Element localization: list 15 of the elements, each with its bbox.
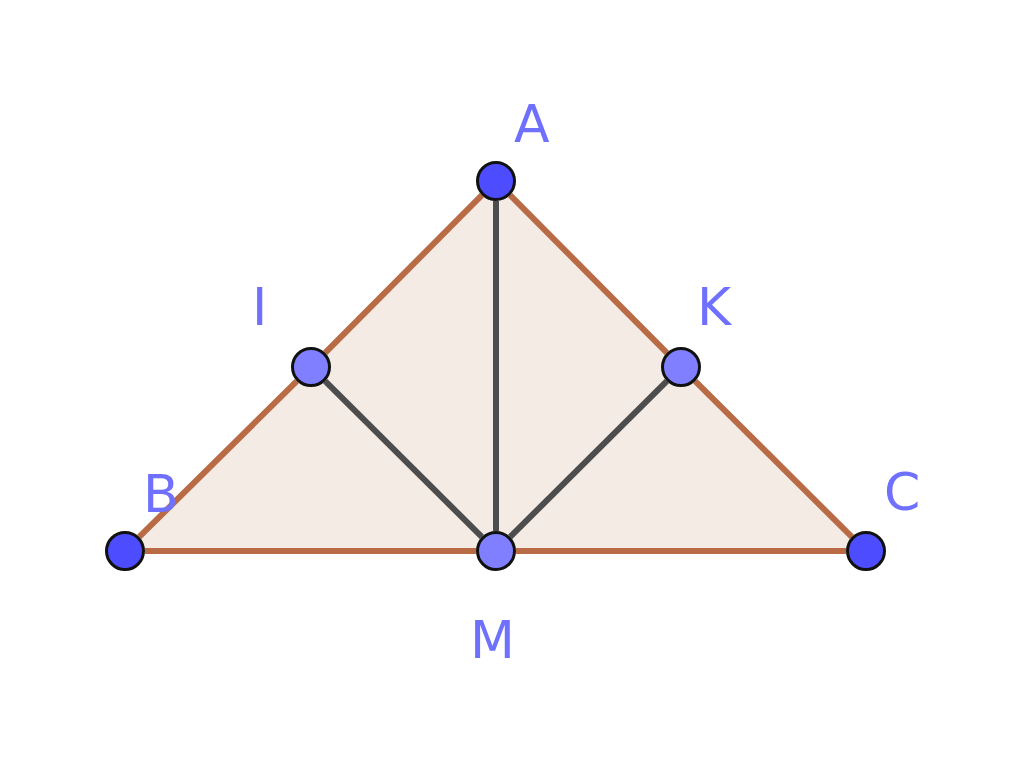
line-segment [145, 548, 476, 554]
point-label: I [252, 281, 268, 333]
line-segment [322, 193, 485, 355]
line-segment [507, 193, 670, 355]
point-label: C [884, 466, 921, 518]
line-segment [493, 201, 499, 531]
point-label: B [143, 468, 179, 520]
line-segment [137, 378, 299, 540]
line-segment [508, 378, 669, 540]
line-segment [693, 378, 854, 540]
point-label: A [514, 98, 550, 150]
line-segment [516, 548, 846, 554]
point-label: M [470, 614, 515, 666]
line-segment [323, 378, 484, 540]
point-label: K [697, 281, 732, 333]
